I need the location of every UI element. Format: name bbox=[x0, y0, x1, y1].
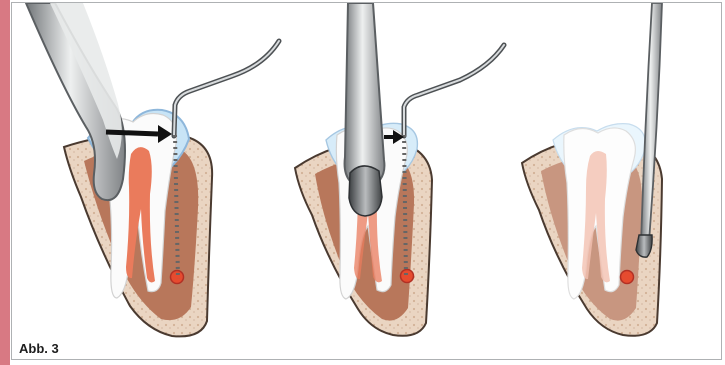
probe-2 bbox=[404, 45, 504, 136]
instrument-tip-2 bbox=[349, 166, 382, 216]
figure-frame: Abb. 3 bbox=[11, 2, 722, 360]
figure-caption: Abb. 3 bbox=[19, 341, 59, 356]
apical-lesion-1 bbox=[171, 271, 184, 284]
panel-3 bbox=[522, 3, 662, 336]
panel-2 bbox=[295, 3, 504, 336]
arrow-1 bbox=[106, 132, 158, 134]
apical-lesion-3 bbox=[621, 271, 634, 284]
dental-illustration bbox=[12, 3, 722, 360]
panel-1 bbox=[26, 3, 279, 336]
left-accent-bar bbox=[0, 0, 10, 365]
fine-probe-tip-3 bbox=[636, 235, 652, 257]
probe-1 bbox=[174, 41, 279, 136]
apical-lesion-2 bbox=[401, 270, 414, 283]
